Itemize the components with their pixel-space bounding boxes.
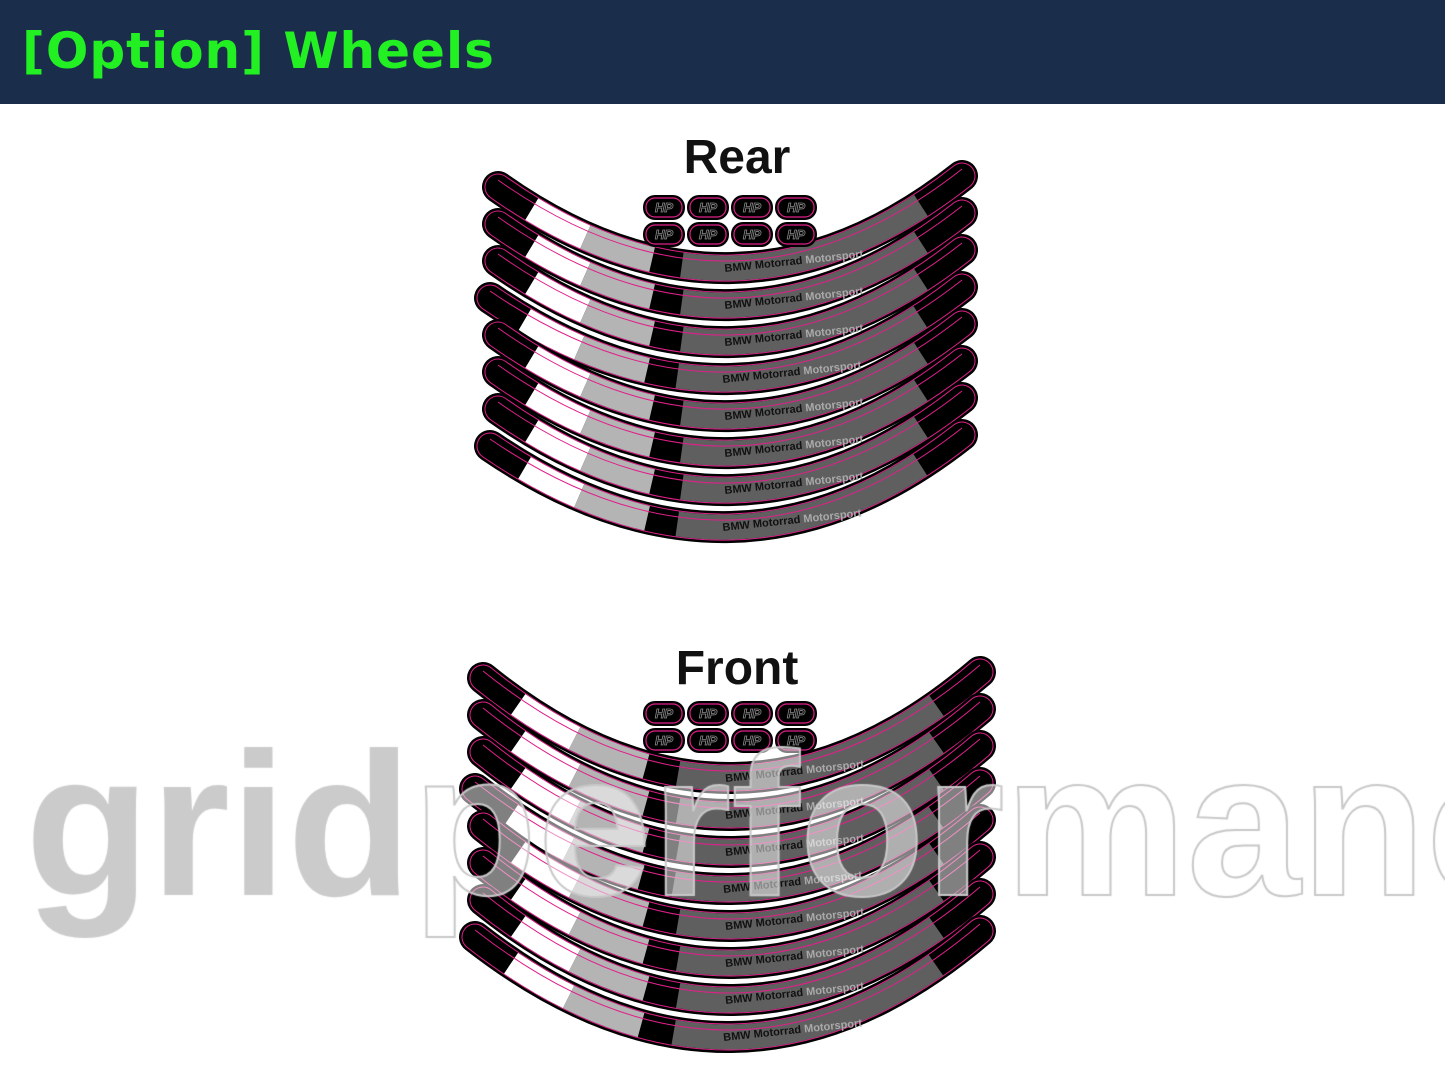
hp-badge: HP — [775, 728, 817, 753]
front-title: Front — [675, 642, 799, 695]
hp-badge: HP — [731, 701, 773, 726]
hp-badge: HP — [687, 701, 729, 726]
hp-badge: HP — [775, 701, 817, 726]
svg-text:HP: HP — [655, 706, 673, 721]
svg-text:HP: HP — [699, 227, 717, 242]
svg-text:HP: HP — [787, 733, 805, 748]
hp-badge: HP — [643, 701, 685, 726]
svg-text:HP: HP — [699, 706, 717, 721]
hp-badge: HP — [687, 195, 729, 220]
svg-text:HP: HP — [743, 706, 761, 721]
svg-text:HP: HP — [743, 227, 761, 242]
svg-text:HP: HP — [655, 200, 673, 215]
svg-text:HP: HP — [787, 706, 805, 721]
hp-badge: HP — [687, 728, 729, 753]
svg-text:HP: HP — [743, 200, 761, 215]
hp-badge: HP — [731, 728, 773, 753]
hp-badge: HP — [643, 195, 685, 220]
hp-badge: HP — [643, 728, 685, 753]
svg-text:HP: HP — [655, 733, 673, 748]
svg-text:HP: HP — [699, 200, 717, 215]
rear-title: Rear — [683, 131, 791, 184]
front-hp-badges: HP HP HP HP HP HP HP HP — [643, 701, 817, 753]
svg-text:HP: HP — [787, 227, 805, 242]
hp-badge: HP — [775, 195, 817, 220]
svg-text:HP: HP — [655, 227, 673, 242]
hp-badge: HP — [687, 222, 729, 247]
hp-badge: HP — [731, 195, 773, 220]
svg-text:HP: HP — [699, 733, 717, 748]
svg-text:HP: HP — [787, 200, 805, 215]
rear-hp-badges: HP HP HP HP HP HP HP HP — [643, 195, 817, 247]
hp-badge: HP — [775, 222, 817, 247]
hp-badge: HP — [731, 222, 773, 247]
hp-badge: HP — [643, 222, 685, 247]
svg-text:HP: HP — [743, 733, 761, 748]
